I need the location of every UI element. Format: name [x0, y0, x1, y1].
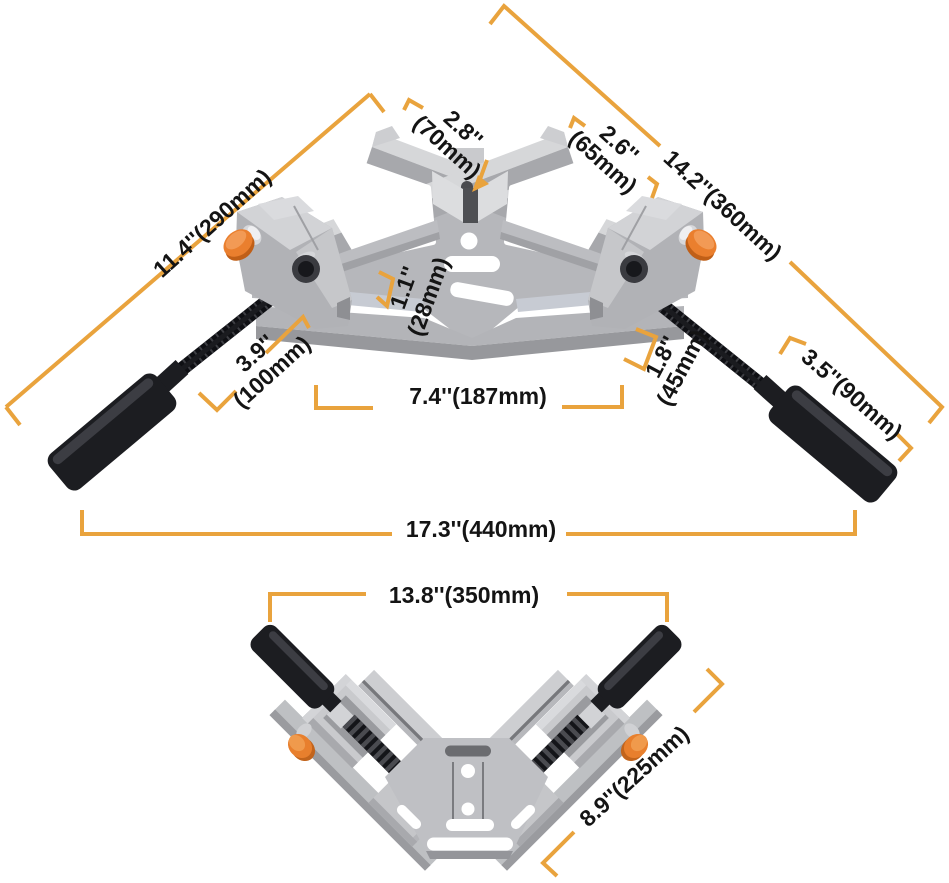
svg-text:7.4''(187mm): 7.4''(187mm)	[409, 383, 547, 409]
svg-text:17.3''(440mm): 17.3''(440mm)	[406, 516, 556, 542]
svg-text:13.8''(350mm): 13.8''(350mm)	[389, 582, 539, 608]
